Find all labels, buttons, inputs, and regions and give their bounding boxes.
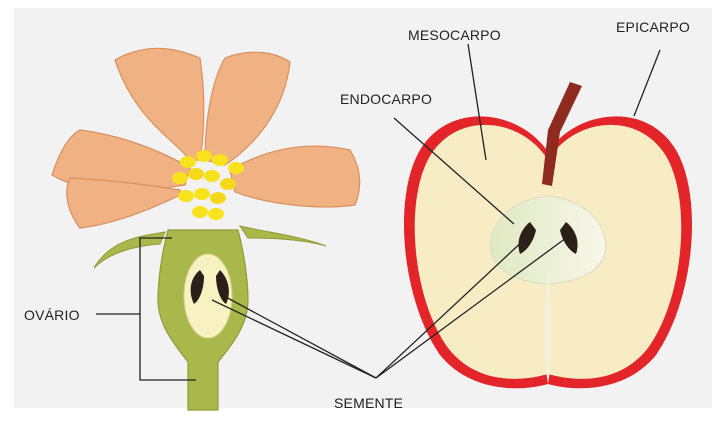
label-endocarpo: ENDOCARPO [340,91,432,107]
label-mesocarpo: MESOCARPO [408,27,501,43]
label-ovario: OVÁRIO [24,307,80,323]
label-semente: SEMENTE [334,395,403,411]
label-epicarpo: EPICARPO [616,19,690,35]
